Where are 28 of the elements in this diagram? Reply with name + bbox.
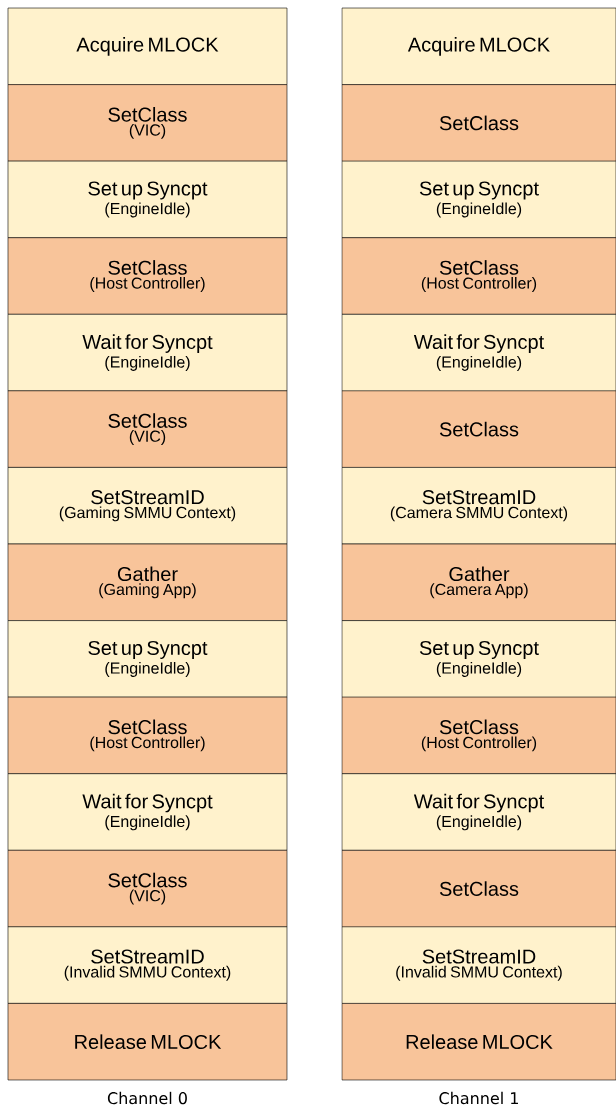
step-box: SetClass (VIC) (7, 850, 288, 928)
step-box: Set up Syncpt (EngineIdle) (341, 620, 616, 698)
step-box: Wait for Syncpt (EngineIdle) (7, 773, 288, 851)
step-box: Acquire MLOCK (7, 7, 288, 85)
step-box: Gather (Camera App) (341, 543, 616, 621)
step-box: Release MLOCK (341, 1003, 616, 1081)
step-box: SetStreamID (Gaming SMMU Context) (7, 467, 288, 545)
step-box: Set up Syncpt (EngineIdle) (341, 160, 616, 238)
step-box: Set up Syncpt (EngineIdle) (7, 160, 288, 238)
step-box: SetStreamID (Invalid SMMU Context) (7, 926, 288, 1004)
step-box: SetStreamID (Invalid SMMU Context) (341, 926, 616, 1004)
step-box: Gather (Gaming App) (7, 543, 288, 621)
step-box: Wait for Syncpt (EngineIdle) (341, 314, 616, 392)
step-box: SetClass (341, 84, 616, 162)
step-box: SetClass (341, 850, 616, 928)
step-box: Release MLOCK (7, 1003, 288, 1081)
step-box: SetClass (341, 390, 616, 468)
step-box: SetClass (Host Controller) (341, 696, 616, 774)
step-box: Set up Syncpt (EngineIdle) (7, 620, 288, 698)
step-box: SetClass (Host Controller) (7, 696, 288, 774)
step-box: Acquire MLOCK (341, 7, 616, 85)
step-box: SetStreamID (Camera SMMU Context) (341, 467, 616, 545)
step-box: SetClass (Host Controller) (341, 237, 616, 315)
step-box: Wait for Syncpt (EngineIdle) (341, 773, 616, 851)
step-box: SetClass (VIC) (7, 390, 288, 468)
step-box: SetClass (VIC) (7, 84, 288, 162)
step-box: SetClass (Host Controller) (7, 237, 288, 315)
step-box: Wait for Syncpt (EngineIdle) (7, 314, 288, 392)
